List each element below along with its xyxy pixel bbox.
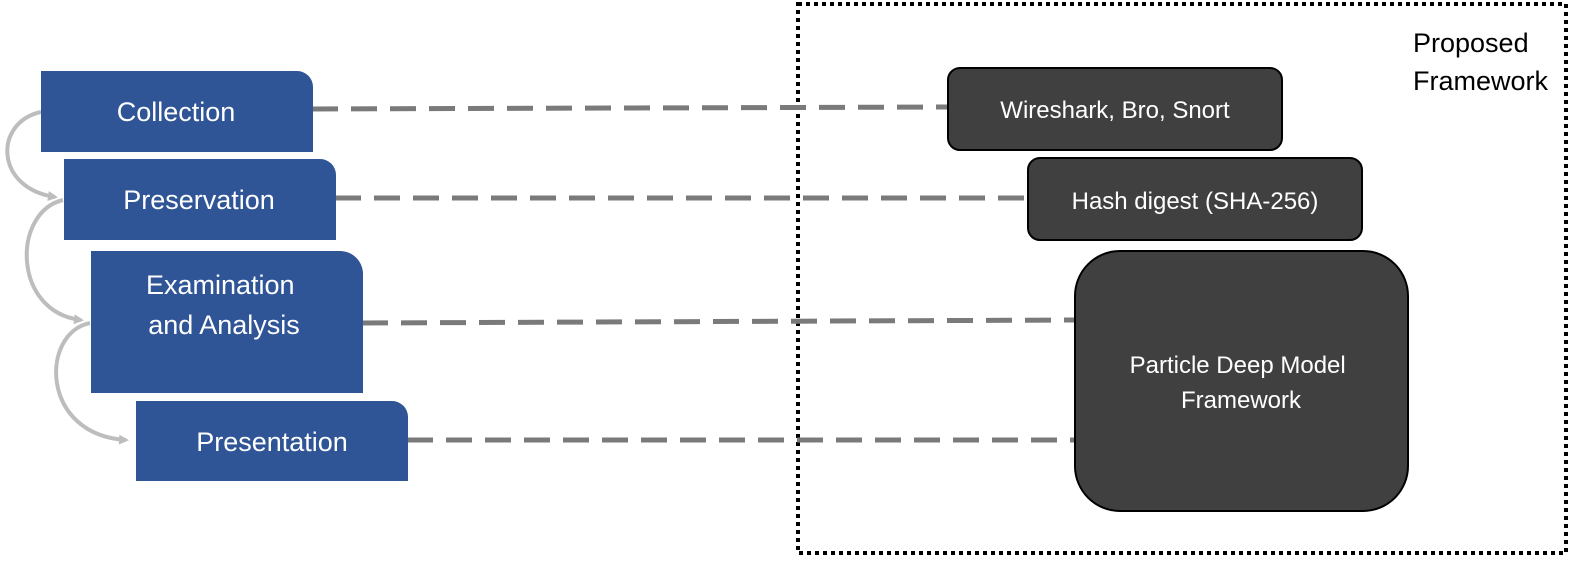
flow-arrow-preservation-to-analysis: [24, 198, 84, 325]
stage-label-presentation: Presentation: [196, 427, 348, 457]
stage-box-preservation: [64, 159, 336, 240]
flow-arrow-collection-to-preservation: [5, 110, 58, 201]
stage-label-collection: Collection: [117, 97, 236, 127]
tool-label-line: Wireshark, Bro, Snort: [1000, 97, 1230, 124]
tool-box-hash-digest: [1027, 157, 1363, 241]
stage-label-line: Collection: [117, 97, 236, 127]
connector-collection-tool: [311, 104, 949, 112]
tool-label-line: Framework: [1181, 387, 1302, 414]
stage-label-examination-analysis: Examination and Analysis: [146, 270, 302, 340]
tool-label-wireshark-bro-snort: Wireshark, Bro, Snort: [1000, 97, 1230, 124]
framework-label-line: Proposed: [1413, 28, 1529, 58]
proposed-framework-label: Proposed Framework: [1413, 28, 1549, 96]
stage-label-line: Presentation: [196, 427, 348, 457]
flow-arrow-analysis-to-presentation: [54, 321, 129, 445]
stage-label-line: Examination: [146, 270, 295, 300]
tool-box-wireshark-bro-snort: [947, 67, 1283, 151]
tool-label-hash-digest: Hash digest (SHA-256): [1072, 188, 1319, 215]
tool-box-particle-deep-model: [1074, 250, 1409, 512]
stage-box-collection: [41, 71, 313, 152]
framework-label-line: Framework: [1413, 66, 1549, 96]
stage-label-preservation: Preservation: [123, 185, 275, 215]
stage-label-line: and Analysis: [148, 310, 300, 340]
connector-analysis-tool: [361, 317, 1079, 326]
tool-label-line: Particle Deep Model: [1130, 352, 1346, 379]
stage-box-examination-analysis: [91, 251, 363, 393]
tool-label-line: Hash digest (SHA-256): [1072, 188, 1319, 215]
proposed-framework-boundary: [796, 2, 1568, 555]
stage-box-presentation: [136, 401, 408, 481]
stage-label-line: Preservation: [123, 185, 275, 215]
tool-label-particle-deep-model: Particle Deep Model Framework: [1130, 352, 1353, 414]
